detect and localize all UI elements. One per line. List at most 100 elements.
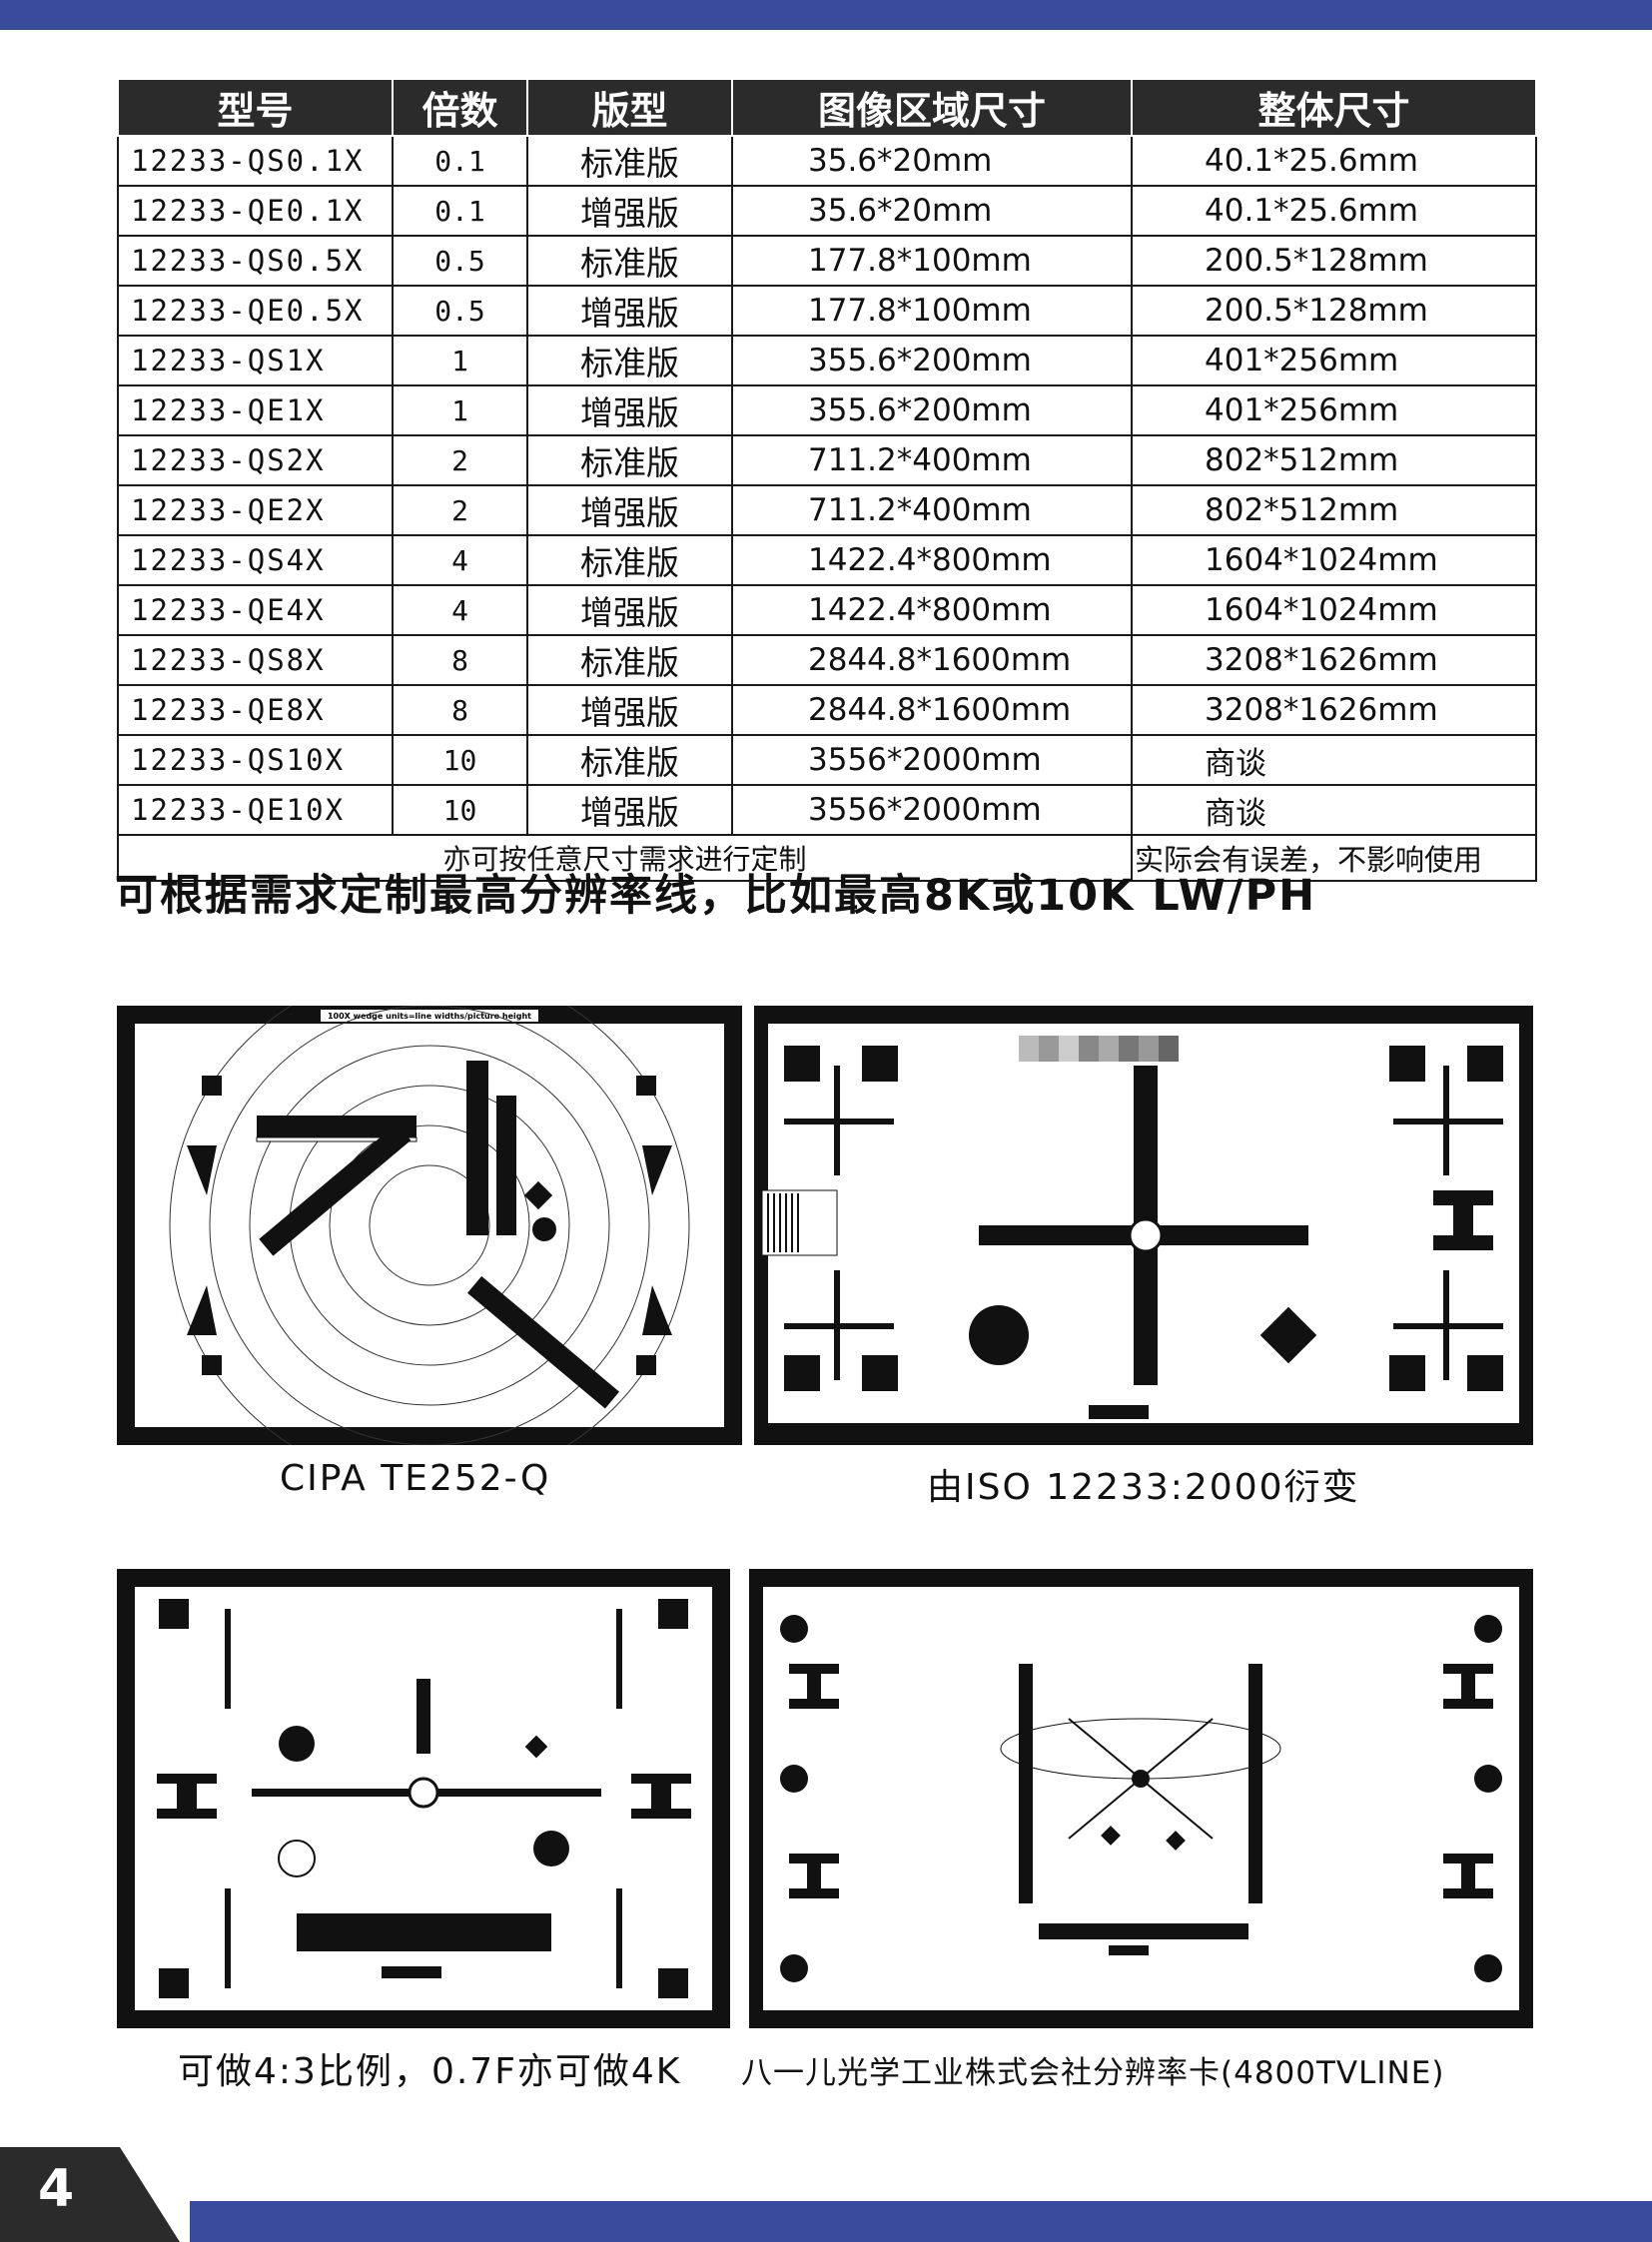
image-size-cell: 2844.8*1600mm <box>731 684 1133 736</box>
image-size-cell: 177.8*100mm <box>731 235 1133 287</box>
chart-4800tvline-graphic <box>763 1587 1519 2010</box>
version-cell: 标准版 <box>526 734 733 786</box>
version-cell: 增强版 <box>526 584 733 636</box>
image-size-cell: 1422.4*800mm <box>731 534 1133 586</box>
overall-size-cell: 802*512mm <box>1131 434 1537 486</box>
model-cell: 12233-QS0.1X <box>117 135 394 187</box>
model-cell: 12233-QE10X <box>117 784 394 836</box>
image-size-cell: 3556*2000mm <box>731 784 1133 836</box>
multiple-cell: 0.1 <box>392 135 528 187</box>
chart-image-4800tvline <box>749 1569 1533 2028</box>
version-cell: 标准版 <box>526 534 733 586</box>
headline: 可根据需求定制最高分辨率线，比如最高8K或10K LW/PH <box>115 871 1317 921</box>
overall-size-cell: 802*512mm <box>1131 484 1537 536</box>
image-size-cell: 711.2*400mm <box>731 434 1133 486</box>
overall-size-cell: 40.1*25.6mm <box>1131 185 1537 237</box>
model-cell: 12233-QE4X <box>117 584 394 636</box>
multiple-cell: 8 <box>392 634 528 686</box>
cipa-banner-text: 100X wedge units=line widths/picture hei… <box>328 1012 531 1021</box>
multiple-cell: 1 <box>392 335 528 386</box>
version-cell: 标准版 <box>526 235 733 287</box>
image-size-cell: 355.6*200mm <box>731 384 1133 436</box>
image-size-cell: 3556*2000mm <box>731 734 1133 786</box>
bottom-accent-bar <box>190 2201 1652 2242</box>
image-size-cell: 711.2*400mm <box>731 484 1133 536</box>
version-cell: 增强版 <box>526 384 733 436</box>
caption-cipa: CIPA TE252-Q <box>280 1458 551 1499</box>
version-cell: 增强版 <box>526 484 733 536</box>
overall-size-cell: 1604*1024mm <box>1131 584 1537 636</box>
model-cell: 12233-QS8X <box>117 634 394 686</box>
overall-size-cell: 401*256mm <box>1131 384 1537 436</box>
image-size-cell: 177.8*100mm <box>731 285 1133 337</box>
page-number-tab <box>0 2147 120 2242</box>
model-cell: 12233-QS0.5X <box>117 235 394 287</box>
model-cell: 12233-QE1X <box>117 384 394 436</box>
image-size-cell: 35.6*20mm <box>731 135 1133 187</box>
model-cell: 12233-QS2X <box>117 434 394 486</box>
overall-size-cell: 1604*1024mm <box>1131 534 1537 586</box>
model-cell: 12233-QE2X <box>117 484 394 536</box>
multiple-cell: 4 <box>392 584 528 636</box>
caption-4-3: 可做4:3比例，0.7F亦可做4K <box>178 2051 682 2092</box>
caption-iso12233: 由ISO 12233:2000衍变 <box>927 1467 1360 1508</box>
overall-size-cell: 3208*1626mm <box>1131 684 1537 736</box>
multiple-cell: 0.5 <box>392 285 528 337</box>
overall-size-cell: 200.5*128mm <box>1131 285 1537 337</box>
image-size-cell: 2844.8*1600mm <box>731 634 1133 686</box>
chart-4-3-graphic <box>135 1587 712 2010</box>
model-cell: 12233-QS1X <box>117 335 394 386</box>
overall-size-cell: 200.5*128mm <box>1131 235 1537 287</box>
model-cell: 12233-QE0.5X <box>117 285 394 337</box>
note-custom-size: 亦可按任意尺寸需求进行定制 <box>117 834 1133 882</box>
model-cell: 12233-QE0.1X <box>117 185 394 237</box>
multiple-cell: 1 <box>392 384 528 436</box>
page-number: 4 <box>38 2159 75 2219</box>
table-header-row: 型号 倍数 版型 图像区域尺寸 整体尺寸 <box>117 80 1537 137</box>
version-cell: 标准版 <box>526 335 733 386</box>
top-accent-bar <box>0 0 1652 30</box>
header-image-size: 图像区域尺寸 <box>731 80 1133 137</box>
multiple-cell: 8 <box>392 684 528 736</box>
multiple-cell: 0.5 <box>392 235 528 287</box>
overall-size-cell: 商谈 <box>1131 734 1537 786</box>
iso12233-chart-graphic <box>761 1024 1519 1423</box>
header-overall-size: 整体尺寸 <box>1131 80 1537 137</box>
version-cell: 标准版 <box>526 135 733 187</box>
overall-size-cell: 40.1*25.6mm <box>1131 135 1537 187</box>
version-cell: 增强版 <box>526 185 733 237</box>
overall-size-cell: 401*256mm <box>1131 335 1537 386</box>
multiple-cell: 4 <box>392 534 528 586</box>
cipa-chart-graphic: 100X wedge units=line widths/picture hei… <box>135 1006 724 1445</box>
version-cell: 增强版 <box>526 784 733 836</box>
image-size-cell: 1422.4*800mm <box>731 584 1133 636</box>
version-cell: 增强版 <box>526 285 733 337</box>
version-cell: 标准版 <box>526 634 733 686</box>
version-cell: 增强版 <box>526 684 733 736</box>
note-tolerance: 实际会有误差，不影响使用 <box>1131 834 1537 882</box>
multiple-cell: 0.1 <box>392 185 528 237</box>
multiple-cell: 2 <box>392 484 528 536</box>
model-cell: 12233-QE8X <box>117 684 394 736</box>
multiple-cell: 10 <box>392 784 528 836</box>
chart-image-4-3 <box>117 1569 730 2028</box>
model-cell: 12233-QS4X <box>117 534 394 586</box>
multiple-cell: 10 <box>392 734 528 786</box>
model-cell: 12233-QS10X <box>117 734 394 786</box>
chart-image-iso12233 <box>754 1006 1533 1445</box>
overall-size-cell: 商谈 <box>1131 784 1537 836</box>
image-size-cell: 35.6*20mm <box>731 185 1133 237</box>
